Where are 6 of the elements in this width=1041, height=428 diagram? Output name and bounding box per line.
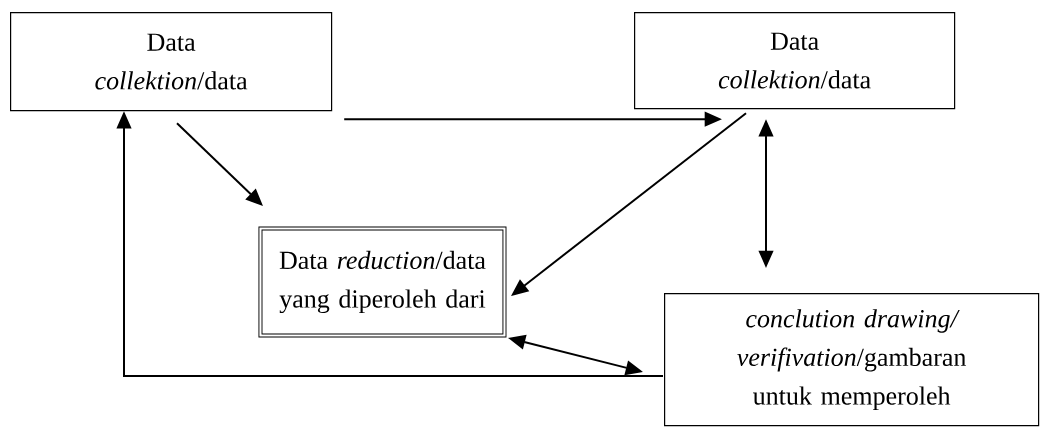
process-box: Data collektion/data (634, 12, 956, 110)
arrow (511, 112, 747, 296)
process-box: Data collektion/data (10, 12, 333, 112)
arrow (176, 122, 263, 206)
process-box: conclution drawing/ verifivation/gambaran untuk memperoleh (664, 293, 1040, 427)
double-box: Data reduction/data yang diperoleh dari (258, 226, 507, 338)
